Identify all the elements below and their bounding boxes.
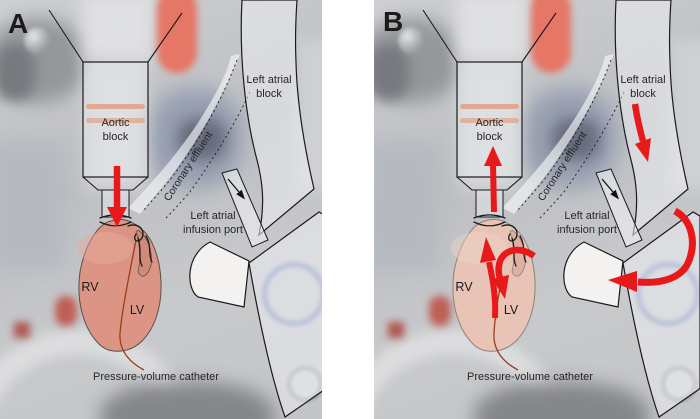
coronary-effluent-dashed-line <box>537 91 625 221</box>
left-atrium-inflow-hook-arrow <box>492 246 536 299</box>
left-atrial-block-down-arrow <box>631 103 651 162</box>
aortic-block-label: Aortic <box>475 117 504 129</box>
infusion-channel <box>221 168 269 248</box>
pv-catheter-label: Pressure-volume catheter <box>467 371 593 383</box>
infusion-port-cone <box>189 241 250 308</box>
left-atrial-block-label: block <box>256 88 282 100</box>
left-atrial-block-label: Left atrial <box>620 74 665 86</box>
infusion-flow-arrow <box>227 178 245 200</box>
panel-gutter <box>322 0 374 419</box>
acrylic-block-shape <box>248 211 322 418</box>
coronary-effluent-tube <box>128 54 240 214</box>
aortic-block-taper <box>456 176 523 191</box>
aortic-retrograde-flow-arrow <box>107 166 127 227</box>
perfusate-band <box>460 118 519 123</box>
infusion-flow-arrow <box>601 178 619 200</box>
pv-catheter-label: Pressure-volume catheter <box>93 371 219 383</box>
left-atrial-block-label: block <box>630 88 656 100</box>
perfusate-band <box>86 104 145 109</box>
coronary-effluent-tube <box>502 54 614 214</box>
panel-letter: B <box>383 6 403 37</box>
coronary-effluent-dashed-line <box>163 91 251 221</box>
infusion-port-label: infusion port <box>557 224 617 236</box>
acrylic-block-shape <box>622 211 700 418</box>
panel-letter: A <box>8 8 28 39</box>
perfusate-band <box>86 118 145 123</box>
infusion-port-label: Left atrial <box>190 210 235 222</box>
rv-label: RV <box>455 280 473 294</box>
aortic-block-label: Aortic <box>101 117 130 129</box>
infusion-port-label: Left atrial <box>564 210 609 222</box>
pressure-volume-catheter-line <box>119 239 145 371</box>
left-atrial-block-label: Left atrial <box>246 74 291 86</box>
lv-label: LV <box>504 303 519 317</box>
pressure-volume-catheter-line <box>493 277 519 371</box>
funnel-outline <box>422 9 557 63</box>
rv-label: RV <box>81 280 99 294</box>
coronary-effluent-dashed-line <box>142 59 238 212</box>
aortic-ejection-flow-arrow <box>484 146 502 213</box>
heart-upward-flow-arrow <box>480 237 499 319</box>
aortic-block-label: block <box>103 131 129 143</box>
lv-label: LV <box>130 303 145 317</box>
panel-b: B Aortic block Left atrial block Coronar… <box>374 0 700 419</box>
infusion-port-curved-arrow <box>608 207 696 292</box>
panel-a: A Aortic block Left atrial block Coronar… <box>0 0 322 419</box>
coronary-effluent-dashed-line <box>516 59 612 212</box>
infusion-port-label: infusion port <box>183 224 243 236</box>
aortic-cannula-neck <box>475 189 504 218</box>
aortic-block-label: block <box>477 131 503 143</box>
infusion-port-cone <box>563 241 624 308</box>
perfusate-band <box>460 104 519 109</box>
funnel-outline <box>48 9 183 63</box>
infusion-channel <box>595 168 643 248</box>
left-atrial-block-shape <box>240 0 315 237</box>
left-atrial-block-shape <box>614 0 689 237</box>
